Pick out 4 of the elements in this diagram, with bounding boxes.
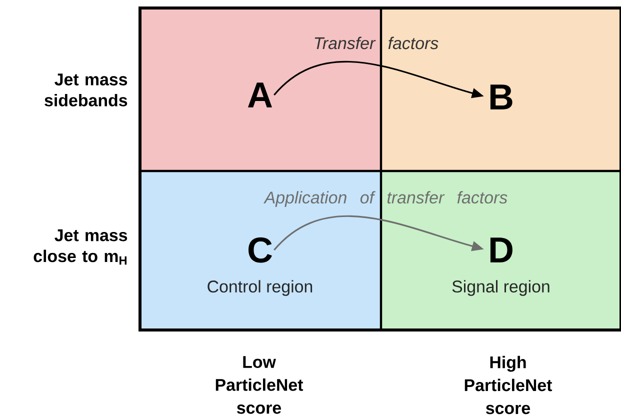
column-label: High ParticleNet score <box>464 356 552 414</box>
edge-label: Transfer factors <box>314 36 438 50</box>
column-label: Low ParticleNet score <box>216 356 304 414</box>
edge-label: Application of transfer factors <box>264 191 508 207</box>
